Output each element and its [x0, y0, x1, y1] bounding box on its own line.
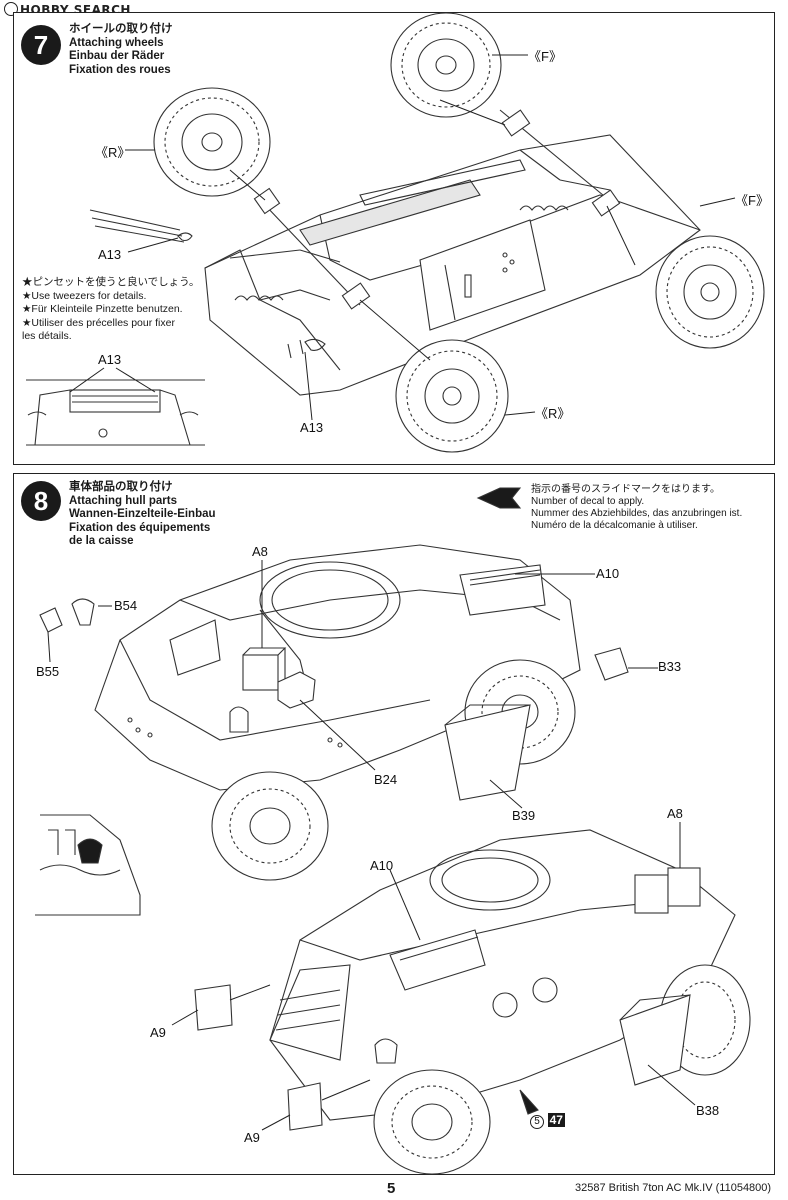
label-a10-top: A10 — [596, 566, 620, 581]
watermark-logo-icon — [4, 2, 18, 16]
chassis-drawing — [89, 109, 701, 396]
label-a13-left: A13 — [98, 247, 122, 262]
step7-inset — [26, 379, 205, 446]
decal-note-de: Nummer des Abziehbildes, das anzubringen… — [531, 508, 743, 519]
step7-title-fr: Fixation des roues — [69, 63, 171, 76]
step8-title-ja: 車体部品の取り付け — [69, 481, 173, 493]
tip-fr: ★Utiliser des précelles pour fixer — [22, 316, 175, 329]
label-b39: B39 — [512, 808, 536, 823]
label-r-bottom: 《R》 — [535, 406, 571, 421]
label-b38: B38 — [696, 1103, 720, 1118]
label-f-right: 《F》 — [735, 193, 769, 208]
label-a10-bottom: A10 — [370, 858, 394, 873]
step7-leader-lines — [69, 54, 736, 421]
wheel-rear-left — [153, 87, 271, 197]
label-b55: B55 — [36, 664, 60, 679]
decal-arrow-icon — [476, 487, 522, 509]
label-a13-inset: A13 — [98, 352, 122, 367]
page-number: 5 — [387, 1180, 396, 1197]
product-code: 32587 British 7ton AC Mk.IV (11054800) — [575, 1182, 772, 1194]
label-b33: B33 — [658, 659, 682, 674]
decal-note-fr: Numéro de la décalcomanie à utiliser. — [531, 520, 698, 531]
step7-title-de: Einbau der Räder — [69, 50, 165, 62]
step7-illustration — [26, 12, 765, 453]
tip-en: ★Use tweezers for details. — [22, 289, 147, 302]
label-b24: B24 — [374, 772, 398, 787]
step8-title-fr1: Fixation des équipements — [69, 521, 211, 534]
decal-ref-circle: 5 — [530, 1115, 544, 1129]
step7-title: ホイールの取り付け Attaching wheels Einbau der Rä… — [69, 23, 173, 77]
wheel-rear-bottom — [395, 339, 509, 453]
step8-title-en: Attaching hull parts — [69, 494, 177, 507]
label-a9-left: A9 — [150, 1025, 166, 1040]
decal-reference: 5 47 — [530, 1112, 565, 1129]
vehicle-lower-drawing — [269, 829, 751, 1175]
step8-inset — [35, 814, 141, 916]
label-r-left: 《R》 — [95, 145, 131, 160]
decal-note-en: Number of decal to apply. — [531, 496, 645, 507]
tip-ja: ★ピンセットを使うと良いでしょう。 — [22, 276, 200, 288]
step8-title-de: Wannen-Einzelteile-Einbau — [69, 508, 216, 520]
label-a13-bottom: A13 — [300, 420, 324, 435]
wheel-front-right — [655, 235, 765, 349]
label-a8-top: A8 — [252, 544, 268, 559]
parts-lower — [194, 867, 701, 1131]
label-a9-bottom: A9 — [244, 1130, 260, 1145]
label-b54: B54 — [114, 598, 138, 613]
step8-title-fr2: de la caisse — [69, 535, 134, 547]
tip-de: ★Für Kleinteile Pinzette benutzen. — [22, 303, 183, 315]
decal-ref-number: 47 — [547, 1113, 565, 1127]
tip-fr-cont: les détails. — [22, 330, 72, 342]
wheel-front-top — [390, 12, 502, 118]
decal-note-ja: 指示の番号のスライドマークをはります。 — [531, 484, 720, 495]
parts-upper — [39, 564, 629, 801]
step7-number: 7 — [21, 25, 61, 65]
step7-tips: ★ピンセットを使うと良いでしょう。 ★Use tweezers for deta… — [22, 276, 200, 344]
step8-title: 車体部品の取り付け Attaching hull parts Wannen-Ei… — [69, 481, 216, 549]
label-f-top: 《F》 — [528, 49, 562, 64]
step8-decal-note: 指示の番号のスライドマークをはります。 Number of decal to a… — [531, 484, 742, 532]
label-a8-bottom: A8 — [667, 806, 683, 821]
step7-title-ja: ホイールの取り付け — [69, 23, 173, 35]
step8-number: 8 — [21, 481, 61, 521]
step7-title-en: Attaching wheels — [69, 36, 164, 49]
